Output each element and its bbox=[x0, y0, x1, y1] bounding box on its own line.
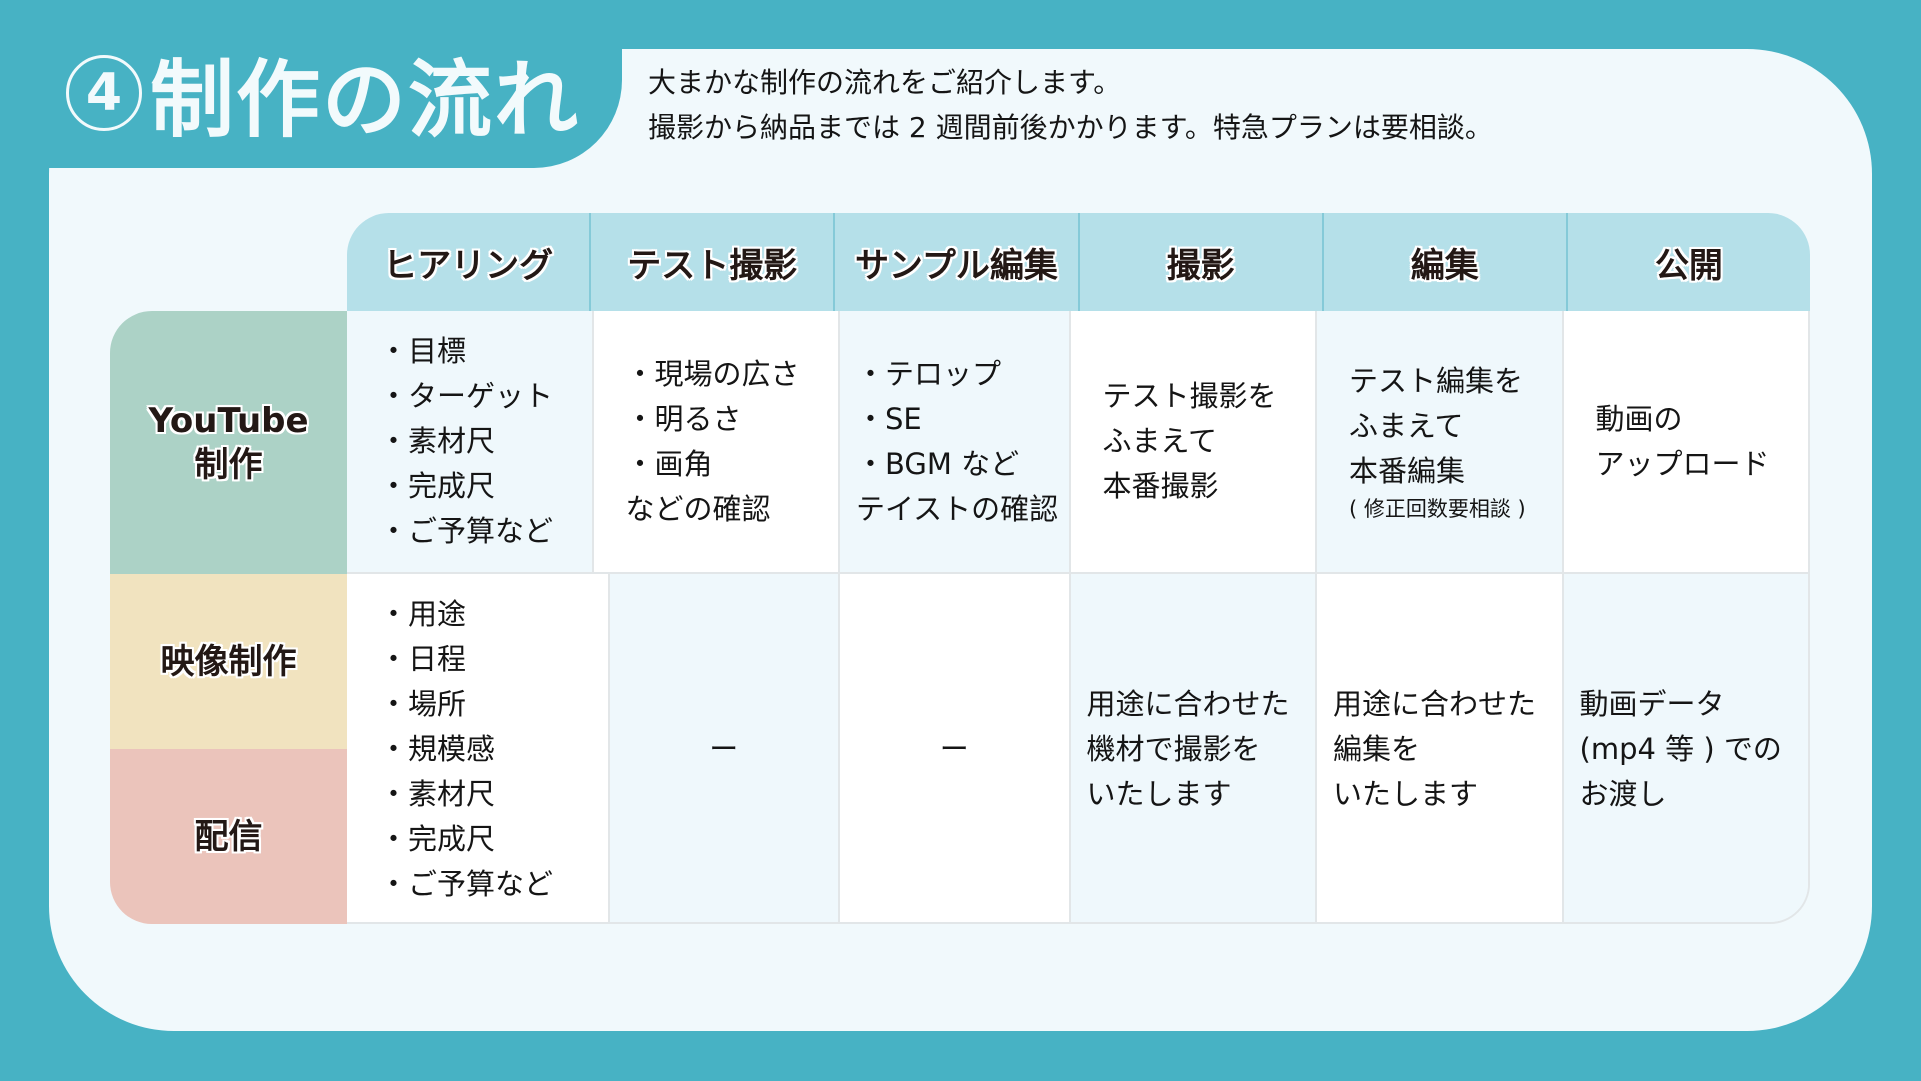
cell-youtube-edit: テスト編集を ふまえて 本番編集 ( 修正回数要相談 ) bbox=[1315, 311, 1562, 572]
workflow-table: ヒアリング テスト撮影 サンプル編集 撮影 編集 公開 YouTube 制作 映… bbox=[110, 213, 1810, 924]
list-item: ・明るさ bbox=[625, 401, 742, 436]
text-line: 動画データ bbox=[1579, 686, 1725, 721]
text-line: テスト編集を bbox=[1349, 364, 1524, 398]
cell-video-sample-edit: ー bbox=[838, 574, 1069, 922]
header-sample-edit: サンプル編集 bbox=[833, 213, 1077, 311]
list-item: ・完成尺 bbox=[379, 821, 496, 856]
list-item: ・素材尺 bbox=[379, 776, 496, 811]
text-line: テスト撮影を bbox=[1102, 379, 1277, 413]
list-item: ・ご予算など bbox=[379, 514, 554, 548]
title-text: 制作の流れ bbox=[150, 50, 581, 149]
description-line-1: 大まかな制作の流れをご紹介します。 bbox=[648, 66, 1122, 99]
text-line: 本番編集 bbox=[1349, 454, 1466, 488]
circled-number-icon: 4 bbox=[66, 55, 142, 131]
header-publish: 公開 bbox=[1565, 213, 1810, 311]
cell-youtube-sample-edit: ・テロップ ・SE ・BGM など テイストの確認 bbox=[838, 311, 1069, 572]
text-line: 本番撮影 bbox=[1102, 469, 1219, 503]
table-row-youtube: ・目標 ・ターゲット ・素材尺 ・完成尺 ・ご予算など ・現場の広さ ・明るさ … bbox=[347, 311, 1808, 574]
list-item: などの確認 bbox=[625, 491, 771, 526]
list-item: ・用途 bbox=[379, 596, 467, 631]
text-line: アップロード bbox=[1595, 446, 1770, 481]
edit-note: ( 修正回数要相談 ) bbox=[1349, 497, 1526, 521]
list-item: ・場所 bbox=[379, 686, 467, 721]
section-number: 4 bbox=[85, 63, 123, 123]
cell-youtube-publish: 動画の アップロード bbox=[1561, 311, 1808, 572]
header-shoot: 撮影 bbox=[1077, 213, 1322, 311]
row-label-stream: 配信 bbox=[110, 749, 347, 924]
list-item: ・ターゲット bbox=[379, 379, 554, 413]
row-label-youtube-line1: YouTube bbox=[148, 400, 309, 441]
row-label-youtube: YouTube 制作 bbox=[110, 311, 347, 574]
text-line: 編集を bbox=[1333, 731, 1421, 766]
text-line: 用途に合わせた bbox=[1086, 686, 1290, 721]
row-labels: YouTube 制作 映像制作 配信 bbox=[110, 311, 347, 924]
list-item: テイストの確認 bbox=[856, 491, 1059, 526]
list-item: ・SE bbox=[856, 401, 922, 436]
list-item: ・BGM など bbox=[856, 446, 1020, 481]
cell-video-hearing: ・用途 ・日程 ・場所 ・規模感 ・素材尺 ・完成尺 ・ご予算など bbox=[347, 574, 608, 922]
table-row-video-stream: ・用途 ・日程 ・場所 ・規模感 ・素材尺 ・完成尺 ・ご予算など ー ー 用途… bbox=[347, 574, 1808, 922]
row-label-youtube-line2: 制作 bbox=[194, 444, 263, 485]
page-title: 4 制作の流れ bbox=[66, 38, 580, 149]
list-item: ・画角 bbox=[625, 446, 713, 481]
text-line: 機材で撮影を bbox=[1086, 731, 1261, 766]
list-item: ・完成尺 bbox=[379, 469, 496, 503]
text-line: ふまえて bbox=[1349, 409, 1464, 443]
header-edit: 編集 bbox=[1321, 213, 1566, 311]
table-body: ・目標 ・ターゲット ・素材尺 ・完成尺 ・ご予算など ・現場の広さ ・明るさ … bbox=[347, 311, 1810, 924]
header-hearing: ヒアリング bbox=[383, 245, 554, 286]
text-line: いたします bbox=[1333, 776, 1479, 811]
list-item: ・規模感 bbox=[379, 731, 496, 766]
cell-youtube-test-shoot: ・現場の広さ ・明るさ ・画角 などの確認 bbox=[591, 311, 838, 572]
table-header-row: ヒアリング テスト撮影 サンプル編集 撮影 編集 公開 bbox=[347, 213, 1810, 311]
list-item: ・テロップ bbox=[856, 356, 1002, 391]
description-line-2: 撮影から納品までは 2 週間前後かかります。特急プランは要相談。 bbox=[648, 111, 1493, 144]
list-item: ・目標 bbox=[379, 334, 467, 368]
text-line: いたします bbox=[1086, 776, 1232, 811]
cell-video-test-shoot: ー bbox=[607, 574, 838, 922]
text-line: 用途に合わせた bbox=[1333, 686, 1537, 721]
row-label-video: 映像制作 bbox=[110, 574, 347, 749]
header-test-shoot: テスト撮影 bbox=[589, 213, 833, 311]
list-item: ・素材尺 bbox=[379, 424, 496, 458]
text-line: 動画の bbox=[1595, 401, 1683, 436]
cell-youtube-shoot: テスト撮影を ふまえて 本番撮影 bbox=[1068, 311, 1315, 572]
cell-video-publish: 動画データ (mp4 等 ) での お渡し bbox=[1561, 574, 1808, 922]
text-line: (mp4 等 ) での bbox=[1579, 731, 1782, 766]
list-item: ・現場の広さ bbox=[625, 356, 800, 391]
cell-video-edit: 用途に合わせた 編集を いたします bbox=[1315, 574, 1562, 922]
cell-video-shoot: 用途に合わせた 機材で撮影を いたします bbox=[1068, 574, 1315, 922]
description: 大まかな制作の流れをご紹介します。 撮影から納品までは 2 週間前後かかります。… bbox=[648, 60, 1493, 150]
list-item: ・日程 bbox=[379, 641, 467, 676]
text-line: ふまえて bbox=[1102, 424, 1218, 458]
cell-youtube-hearing: ・目標 ・ターゲット ・素材尺 ・完成尺 ・ご予算など bbox=[347, 311, 592, 572]
list-item: ・ご予算など bbox=[379, 866, 554, 901]
text-line: お渡し bbox=[1579, 776, 1667, 811]
